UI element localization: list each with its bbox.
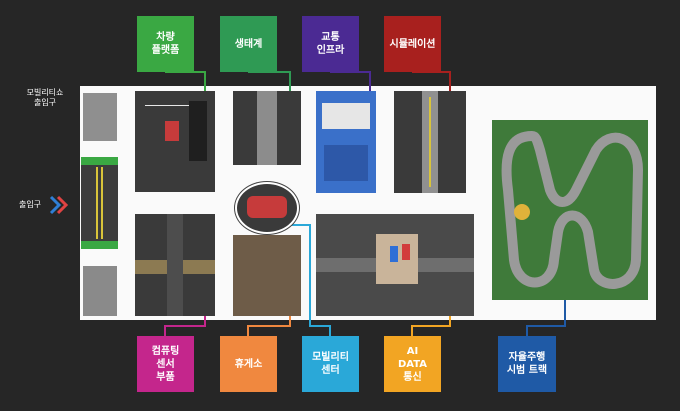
rest-area-zone <box>233 235 301 316</box>
entrance-tile-bottom <box>83 266 117 316</box>
label-ecosystem: 생태계 <box>220 16 277 72</box>
computing-sensor-area <box>135 214 215 316</box>
entrance-tile-middle <box>81 157 118 249</box>
label-rest-area: 휴게소 <box>220 336 277 392</box>
ecosystem-area <box>233 91 301 165</box>
simulation-area <box>394 91 466 193</box>
label-traffic-infra: 교통 인프라 <box>302 16 359 72</box>
label-mobility-center: 모빌리티 센터 <box>302 336 359 392</box>
mobility-center-circle <box>235 182 299 234</box>
vehicle-platform-area <box>135 91 215 192</box>
label-computing-sensor: 컴퓨팅 센서 부품 <box>137 336 194 392</box>
entrance-tile-top <box>83 93 117 141</box>
test-track-area <box>492 120 648 300</box>
ai-data-area <box>316 214 474 316</box>
mobility-show-entrance-label: 모빌리티쇼 출입구 <box>26 88 64 107</box>
entrance-label: 출입구 <box>18 200 42 209</box>
entrance-arrow-icon <box>49 195 69 215</box>
traffic-infra-area <box>316 91 376 193</box>
label-test-track: 자율주행 시범 트랙 <box>498 336 556 392</box>
label-simulation: 시뮬레이션 <box>384 16 441 72</box>
label-vehicle-platform: 차량 플랫폼 <box>137 16 194 72</box>
label-ai-data: AI DATA 통신 <box>384 336 441 392</box>
